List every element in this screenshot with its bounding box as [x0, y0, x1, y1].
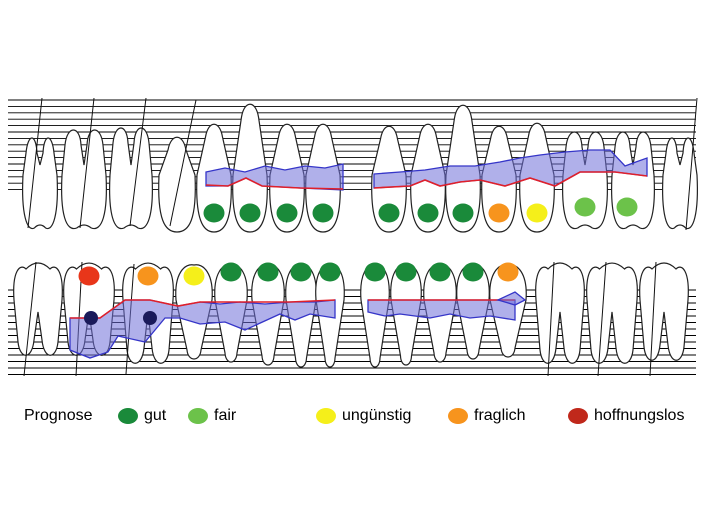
tooth-axis-line	[597, 261, 607, 377]
legend-item-unguenstig: ungünstig	[316, 402, 411, 430]
upper-prognosis-marker-7	[276, 203, 298, 223]
upper-prognosis-marker-13	[526, 203, 548, 223]
lower-prognosis-marker-3	[137, 266, 159, 286]
legend-label-hoffnungslos: hoffnungslos	[594, 407, 685, 424]
lower-tooth-14	[535, 262, 585, 364]
upper-prognosis-marker-9	[378, 203, 400, 223]
legend-item-hoffnungslos: hoffnungslos	[568, 402, 684, 430]
lower-left-gingival-margin	[70, 299, 336, 319]
legend-item-gut: gut	[118, 402, 166, 430]
legend-title-item: Prognose	[24, 402, 93, 430]
upper-prognosis-marker-11	[452, 203, 474, 223]
tooth-axis-line	[129, 97, 147, 227]
upper-prognosis-marker-5	[203, 203, 225, 223]
furcation-marker	[143, 311, 157, 325]
legend-label-fair: fair	[214, 407, 237, 424]
lower-prognosis-marker-13	[497, 262, 519, 282]
lower-prognosis-marker-11	[429, 262, 451, 282]
tooth-axis-line	[23, 261, 37, 377]
legend-item-fair: fair	[188, 402, 236, 430]
lower-tooth-15	[586, 262, 638, 364]
legend-label-gut: gut	[144, 407, 167, 424]
upper-tooth-2	[61, 129, 107, 230]
upper-prognosis-marker-8	[312, 203, 334, 223]
lower-prognosis-marker-7	[290, 262, 312, 282]
pocket-depth-areas	[69, 149, 648, 359]
upper-tooth-3	[109, 127, 153, 230]
lower-prognosis-marker-8	[319, 262, 341, 282]
tooth-axis-line	[169, 99, 197, 227]
tooth-axis-line	[547, 261, 555, 377]
upper-tooth-6	[232, 103, 268, 233]
upper-prognosis-marker-12	[488, 203, 510, 223]
upper-prognosis-marker-14	[574, 197, 596, 217]
upper-prognosis-marker-6	[239, 203, 261, 223]
lower-prognosis-marker-5	[220, 262, 242, 282]
upper-tooth-4	[158, 136, 196, 233]
legend-item-fraglich: fraglich	[448, 402, 526, 430]
lower-tooth-1	[13, 262, 63, 356]
lower-prognosis-marker-10	[395, 262, 417, 282]
lower-prognosis-marker-4	[183, 266, 205, 286]
periodontal-chart	[8, 97, 698, 377]
tooth-axis-line	[27, 97, 43, 229]
lower-prognosis-marker-2	[78, 266, 100, 286]
upper-right-gingival-margin	[373, 171, 648, 189]
lower-tooth-16	[639, 262, 689, 361]
prognosis-legend: Prognose gut fair ungünstig fraglich hof…	[0, 402, 702, 430]
upper-prognosis-marker-10	[417, 203, 439, 223]
tooth-axis-line	[79, 97, 95, 229]
furcation-marker	[84, 311, 98, 325]
legend-swatch-unguenstig	[316, 408, 336, 424]
legend-label-fraglich: fraglich	[474, 407, 526, 424]
upper-tooth-16	[662, 137, 698, 230]
upper-prognosis-marker-15	[616, 197, 638, 217]
tooth-axis-line	[685, 97, 698, 231]
legend-swatch-fraglich	[448, 408, 468, 424]
legend-swatch-hoffnungslos	[568, 408, 588, 424]
lower-prognosis-marker-12	[462, 262, 484, 282]
lower-right-pocket-extension	[496, 291, 527, 306]
lower-prognosis-marker-6	[257, 262, 279, 282]
tooth-axis-line	[649, 261, 657, 377]
legend-label-unguenstig: ungünstig	[342, 407, 412, 424]
legend-swatch-gut	[118, 408, 138, 424]
upper-left-gingival-margin	[205, 177, 344, 190]
prognosis-markers	[78, 197, 638, 325]
lower-prognosis-marker-9	[364, 262, 386, 282]
legend-title: Prognose	[24, 407, 93, 424]
legend-swatch-fair	[188, 408, 208, 424]
